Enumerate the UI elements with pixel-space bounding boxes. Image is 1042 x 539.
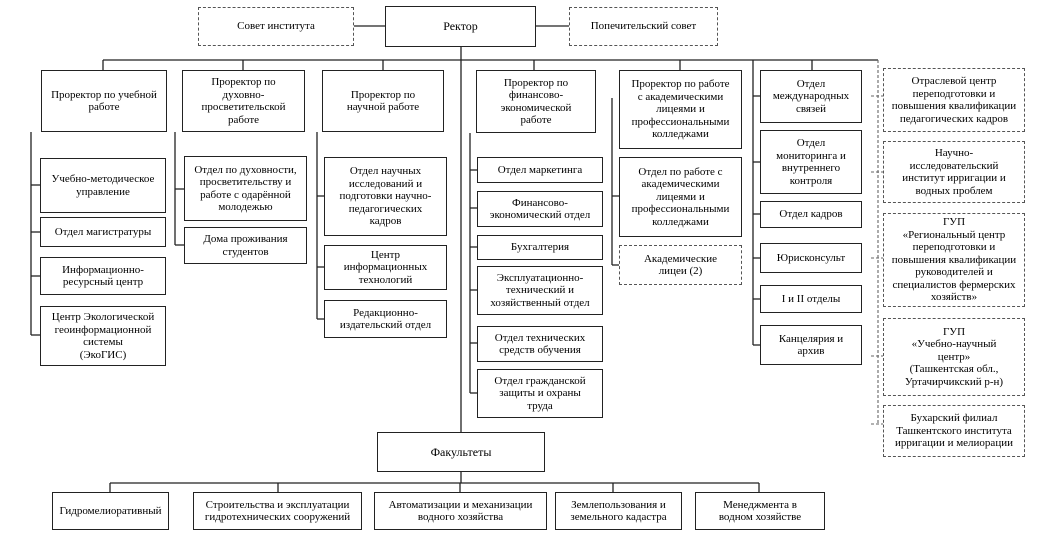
faculty-label: Строительства и эксплуатации гидротехнич… [204,498,351,524]
direct-unit-5: I и II отделы [760,285,862,313]
lyceum-unit-1: Отдел по работе с академическими лицеями… [619,157,742,237]
finance-unit-5: Отдел технических средств обучения [477,326,603,362]
affiliate-label: ГУП «Учебно-научный центр» (Ташкентская … [904,325,1004,388]
academic-unit-label: Информационно- ресурсный центр [62,263,144,289]
affiliate-label: Научно- исследовательский институт ирриг… [902,147,1006,197]
finance-unit-label: Бухгалтерия [510,241,570,254]
lyceum-unit-label: Академические лицеи (2) [643,252,717,278]
academic-unit-label: Отдел магистратуры [54,225,152,238]
finance-unit-label: Отдел маркетинга [497,163,583,176]
affiliate-4: ГУП «Учебно-научный центр» (Ташкентская … [883,318,1025,396]
spiritual-unit-1: Отдел по духовности, просветительству и … [184,156,307,221]
faculty-label: Землепользования и земельного кадастра [570,498,667,524]
academic-unit-4: Центр Экологической геоинформационной си… [40,306,166,366]
affiliate-3: ГУП «Региональный центр переподготовки и… [883,213,1025,307]
prorector-finance-box: Проректор по финансово- экономической ра… [476,70,596,133]
faculty-label: Менеджмента в водном хозяйстве [718,498,802,524]
spiritual-unit-2: Дома проживания студентов [184,227,307,264]
academic-unit-label: Центр Экологической геоинформационной си… [51,311,155,361]
faculty-5: Менеджмента в водном хозяйстве [695,492,825,530]
direct-unit-1: Отдел международных связей [760,70,862,123]
science-unit-label: Отдел научных исследований и подготовки … [339,165,432,228]
prorector-science-box: Проректор по научной работе [322,70,444,132]
institute-council-box: Совет института [198,7,354,46]
rector-label: Ректор [443,19,478,34]
prorector-spiritual-label: Проректор по духовно- просветительской р… [201,76,286,126]
finance-unit-3: Бухгалтерия [477,235,603,260]
direct-unit-label: Отдел мониторинга и внутреннего контроля [776,137,846,187]
faculty-label: Гидромелиоративный [59,504,162,517]
direct-unit-2: Отдел мониторинга и внутреннего контроля [760,130,862,194]
faculty-4: Землепользования и земельного кадастра [555,492,682,530]
affiliate-1: Отраслевой центр переподготовки и повыше… [883,68,1025,132]
science-unit-1: Отдел научных исследований и подготовки … [324,157,447,236]
faculties-label: Факультеты [430,444,492,459]
prorector-lyceums-box: Проректор по работе с академическими лиц… [619,70,742,149]
finance-unit-label: Финансово- экономический отдел [489,196,591,222]
prorector-academic-label: Проректор по учебной работе [51,88,157,114]
science-unit-label: Центр информационных технологий [343,248,428,286]
direct-unit-label: Отдел кадров [779,208,843,221]
finance-unit-label: Отдел гражданской защиты и охраны труда [494,374,586,412]
spiritual-unit-label: Дома проживания студентов [203,233,288,258]
affiliate-label: ГУП «Региональный центр переподготовки и… [891,216,1017,304]
academic-unit-label: Учебно-методическое управление [51,173,155,198]
affiliate-label: Бухарский филиал Ташкентского института … [895,412,1013,450]
affiliate-label: Отраслевой центр переподготовки и повыше… [891,75,1017,125]
direct-unit-6: Канцелярия и архив [760,325,862,365]
rector-box: Ректор [385,6,536,47]
science-unit-label: Редакционно- издательский отдел [339,306,432,332]
finance-unit-label: Отдел технических средств обучения [494,331,586,357]
science-unit-3: Редакционно- издательский отдел [324,300,447,338]
prorector-academic-box: Проректор по учебной работе [41,70,167,132]
prorector-lyceums-label: Проректор по работе с академическими лиц… [631,78,730,141]
faculty-2: Строительства и эксплуатации гидротехнич… [193,492,362,530]
academic-unit-3: Информационно- ресурсный центр [40,257,166,295]
academic-unit-1: Учебно-методическое управление [40,158,166,213]
direct-unit-3: Отдел кадров [760,201,862,228]
affiliate-2: Научно- исследовательский институт ирриг… [883,141,1025,203]
faculty-label: Автоматизации и механизации водного хозя… [388,498,533,524]
science-unit-2: Центр информационных технологий [324,245,447,290]
prorector-spiritual-box: Проректор по духовно- просветительской р… [182,70,305,132]
prorector-finance-label: Проректор по финансово- экономической ра… [500,76,572,127]
direct-unit-label: Канцелярия и архив [778,332,844,358]
finance-unit-4: Эксплуатационно- технический и хозяйстве… [477,266,603,315]
faculty-3: Автоматизации и механизации водного хозя… [374,492,547,530]
affiliate-5: Бухарский филиал Ташкентского института … [883,405,1025,457]
direct-unit-label: Юрисконсульт [776,251,846,264]
spiritual-unit-label: Отдел по духовности, просветительству и … [194,163,297,214]
finance-unit-1: Отдел маркетинга [477,157,603,183]
academic-unit-2: Отдел магистратуры [40,217,166,247]
faculty-1: Гидромелиоративный [52,492,169,530]
prorector-science-label: Проректор по научной работе [346,88,420,114]
direct-unit-label: Отдел международных связей [772,77,850,115]
lyceum-unit-label: Отдел по работе с академическими лицеями… [631,165,730,228]
faculties-box: Факультеты [377,432,545,472]
trustees-board-box: Попечительский совет [569,7,718,46]
finance-unit-2: Финансово- экономический отдел [477,191,603,227]
institute-council-label: Совет института [237,20,315,33]
direct-unit-label: I и II отделы [781,292,841,305]
direct-unit-4: Юрисконсульт [760,243,862,273]
finance-unit-label: Эксплуатационно- технический и хозяйстве… [490,271,590,309]
lyceum-unit-2: Академические лицеи (2) [619,245,742,285]
trustees-board-label: Попечительский совет [590,20,697,33]
finance-unit-6: Отдел гражданской защиты и охраны труда [477,369,603,418]
